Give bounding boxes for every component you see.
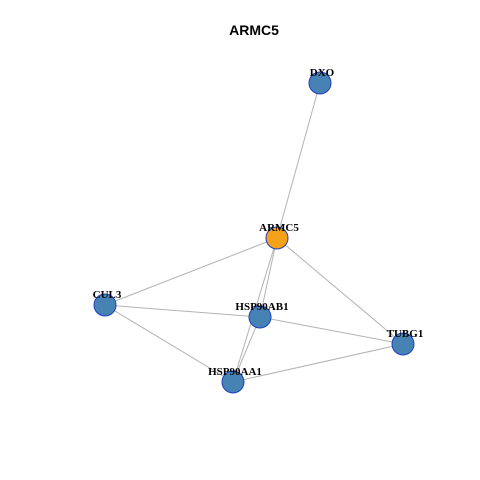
edge-cul3-hsp90aa1 <box>104 304 234 383</box>
node-dxo[interactable] <box>308 71 332 95</box>
edge-armc5-tubg1 <box>276 237 404 345</box>
edge-cul3-hsp90ab1 <box>104 304 261 318</box>
nodes-layer <box>93 71 415 394</box>
edge-armc5-hsp90ab1 <box>259 237 278 318</box>
node-hsp90aa1[interactable] <box>221 370 245 394</box>
node-label-dxo: DXO <box>310 67 335 79</box>
node-label-hsp90ab1: HSP90AB1 <box>235 301 288 313</box>
edge-armc5-cul3 <box>104 237 278 306</box>
node-cul3[interactable] <box>93 293 117 317</box>
edge-hsp90aa1-tubg1 <box>232 343 404 383</box>
node-label-tubg1: TUBG1 <box>387 328 424 340</box>
node-hsp90ab1[interactable] <box>248 305 272 329</box>
edge-hsp90ab1-tubg1 <box>259 316 404 345</box>
edge-hsp90ab1-hsp90aa1 <box>232 316 261 383</box>
graph-title: ARMC5 <box>229 22 279 38</box>
node-armc5[interactable] <box>265 226 289 250</box>
node-label-hsp90aa1: HSP90AA1 <box>208 366 262 378</box>
node-label-armc5: ARMC5 <box>259 222 299 234</box>
edges-layer <box>104 82 404 383</box>
node-label-cul3: CUL3 <box>93 289 122 301</box>
edge-dxo-armc5 <box>276 82 321 239</box>
node-tubg1[interactable] <box>391 332 415 356</box>
